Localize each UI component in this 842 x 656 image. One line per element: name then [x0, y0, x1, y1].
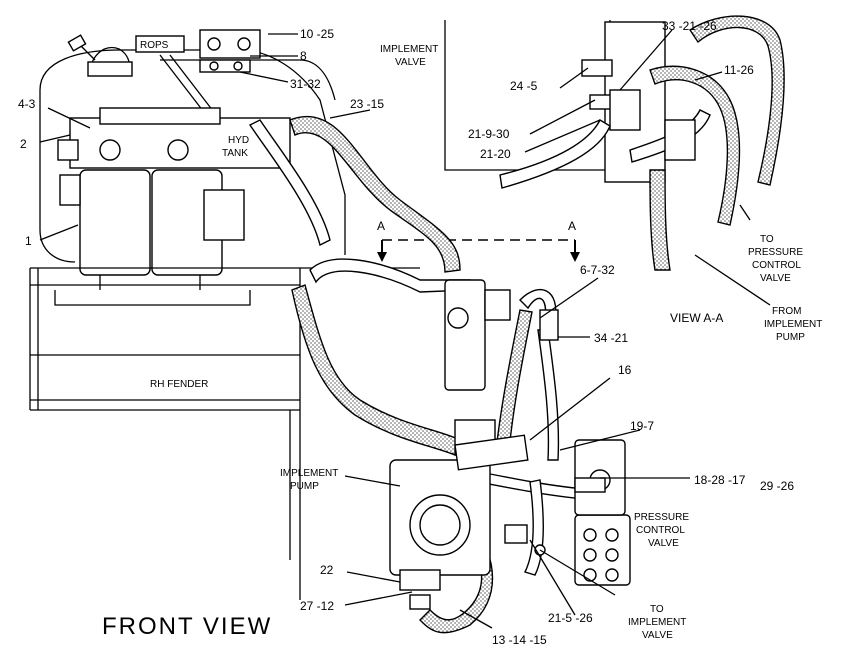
implement-pump-label-line2: PUMP: [290, 481, 319, 492]
callout-6-7-32: 6-7-32: [580, 263, 615, 277]
valve-block: [444, 279, 559, 391]
callout-22: 22: [320, 563, 334, 577]
callout-21-20: 21-20: [480, 147, 511, 161]
section-a-right: A: [568, 219, 576, 233]
rh-fender: [29, 267, 420, 600]
callout-21-5-26: 21-5 -26: [548, 611, 593, 625]
to-pcv-line1: TO: [760, 234, 774, 245]
callout-34-21: 34 -21: [594, 331, 628, 345]
to-pcv-line2: PRESSURE: [748, 247, 803, 258]
to-pcv-line4: VALVE: [760, 273, 791, 284]
front-view-title: FRONT VIEW: [102, 613, 272, 640]
callout-8: 8: [300, 49, 307, 63]
rh-fender-label: RH FENDER: [150, 379, 208, 390]
pressure-control-valve-line3: VALVE: [648, 538, 679, 549]
callout-1: 1: [25, 234, 32, 248]
callout-18-28-17: 18-28 -17: [694, 473, 746, 487]
callout-13-14-15: 13 -14 -15: [492, 633, 547, 647]
implement-pump-label-line1: IMPLEMENT: [280, 468, 338, 479]
callout-16: 16: [618, 363, 632, 377]
hyd-tank-label-line1: HYD: [228, 135, 249, 146]
callout-29-26: 29 -26: [760, 479, 794, 493]
pressure-control-valve: [574, 439, 631, 586]
from-pump-line1: FROM: [772, 306, 801, 317]
leader-lines: [39, 29, 723, 629]
section-line-a-a: [377, 239, 580, 262]
callout-4-3: 4-3: [18, 97, 36, 111]
section-a-left: A: [377, 219, 385, 233]
callout-labels: 10 -25 8 31-32 4-3 2 1 23 -15 33 -21 -26…: [18, 19, 794, 647]
to-implement-valve-line3: VALVE: [642, 630, 673, 641]
callout-10-25: 10 -25: [300, 27, 334, 41]
descriptive-labels: ROPS HYD TANK IMPLEMENT VALVE A A VIEW A…: [102, 40, 822, 641]
pressure-control-valve-line2: CONTROL: [636, 525, 685, 536]
filter-assembly: [57, 107, 291, 290]
rops-bracket: [135, 29, 261, 121]
implement-valve-label-line1: IMPLEMENT: [380, 44, 438, 55]
to-implement-valve-line2: IMPLEMENT: [628, 617, 686, 628]
view-a-a-label: VIEW A-A: [670, 311, 723, 325]
implement-valve-label-line2: VALVE: [395, 57, 426, 68]
callout-11-26: 11-26: [724, 63, 754, 77]
callout-27-12: 27 -12: [300, 599, 334, 613]
from-pump-line3: PUMP: [776, 332, 805, 343]
to-pcv-line3: CONTROL: [752, 260, 801, 271]
callout-21-9-30: 21-9-30: [468, 127, 510, 141]
pressure-control-valve-line1: PRESSURE: [634, 512, 689, 523]
rops-label: ROPS: [140, 40, 169, 51]
callout-24-5: 24 -5: [510, 79, 538, 93]
callout-2: 2: [20, 137, 27, 151]
to-implement-valve-line1: TO: [650, 604, 664, 615]
callout-23-15: 23 -15: [350, 97, 384, 111]
callout-19-7: 19-7: [630, 419, 654, 433]
callout-31-32: 31-32: [290, 77, 321, 91]
hyd-tank-label-line2: TANK: [222, 148, 248, 159]
callout-33-21-26: 33 -21 -26: [662, 19, 717, 33]
implement-pump: [389, 419, 546, 610]
from-pump-line2: IMPLEMENT: [764, 319, 822, 330]
